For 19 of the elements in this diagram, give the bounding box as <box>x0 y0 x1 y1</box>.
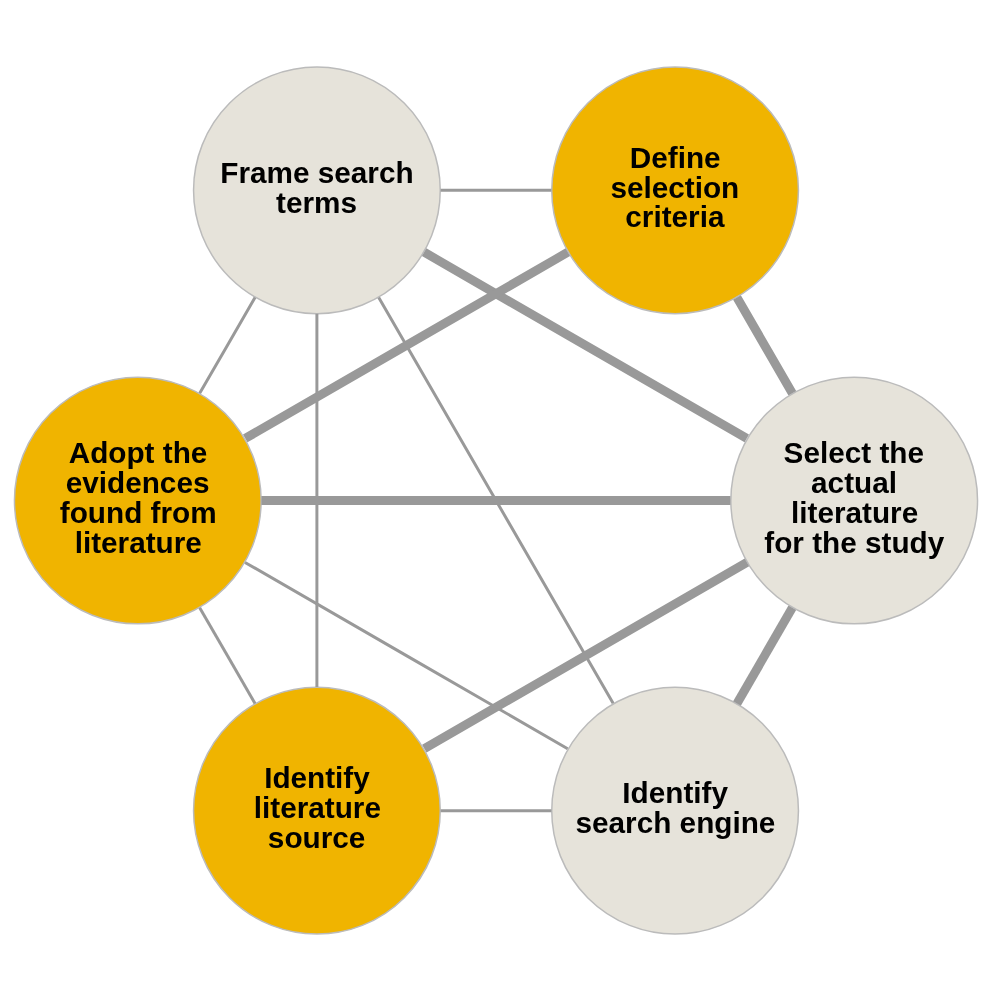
connector <box>733 295 797 396</box>
connector <box>261 496 731 505</box>
connector <box>422 558 750 753</box>
connector <box>440 809 552 813</box>
node-circle: Define selection criteria <box>551 66 800 315</box>
connector <box>733 605 797 706</box>
connector <box>198 296 257 395</box>
node-circle: Frame search terms <box>192 66 441 315</box>
connector <box>315 313 319 687</box>
node-circle: Identify search engine <box>551 686 800 935</box>
node-circle: Identify literature source <box>192 686 441 935</box>
node-circle: Adopt the evidences found from literature <box>13 376 262 625</box>
connector <box>421 248 749 443</box>
connector <box>440 188 552 192</box>
connector <box>244 561 569 750</box>
connector <box>198 606 257 705</box>
connector <box>243 248 571 443</box>
connector <box>377 296 615 705</box>
node-circle: Select the actual literature for the study <box>730 376 979 625</box>
